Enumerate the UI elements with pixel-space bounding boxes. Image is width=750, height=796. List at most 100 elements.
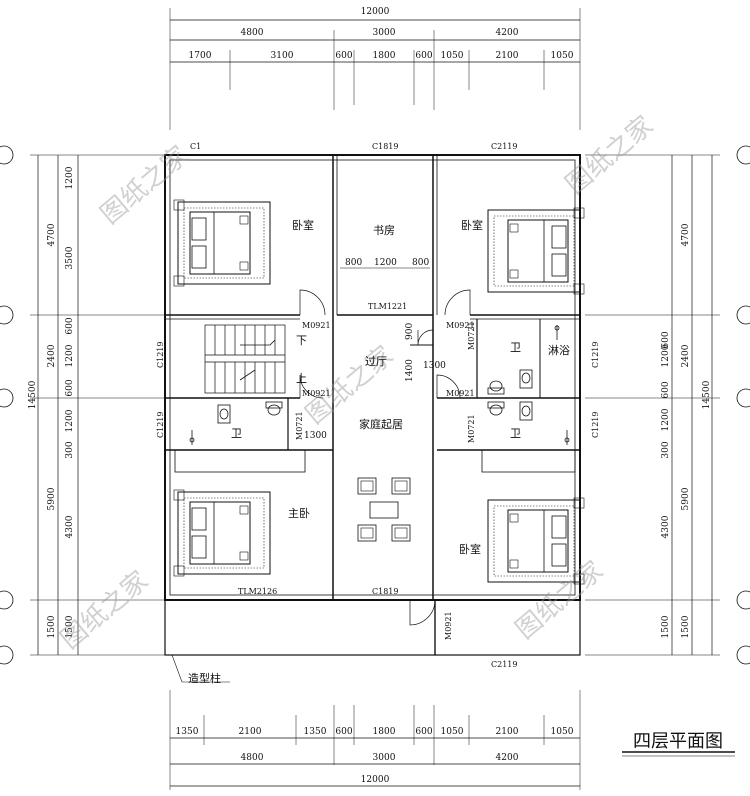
dim-top-group-2: 3000: [373, 28, 396, 38]
stair-up-label: 上: [296, 372, 307, 385]
dim-bottom-group-3: 4200: [496, 753, 519, 763]
dim-right-group-2: 2400: [681, 344, 691, 367]
dim-left-detail-4: 1200: [65, 344, 75, 367]
code-c1819-top: C1819: [372, 142, 398, 151]
code-c1219-b: C1219: [156, 412, 165, 438]
bath-fixtures: [189, 325, 570, 445]
dim-top-detail-5: 600: [415, 51, 432, 61]
plan-title: 四层平面图: [633, 731, 723, 752]
dim-left-detail-5: 600: [65, 379, 75, 396]
dim-right-detail-3: 600: [661, 381, 671, 398]
bed-master: [173, 489, 271, 577]
code-c1-top: C1: [190, 142, 201, 151]
code-m0921-c: M0921: [302, 389, 331, 398]
code-c1819-bottom: C1819: [372, 587, 398, 596]
doors: [299, 289, 471, 626]
interior-dimensions: 800 1200 800 1300 900 1400 1300: [304, 258, 446, 441]
dim-right-detail-5: 300: [661, 441, 671, 458]
dim-bottom-detail-7: 1050: [441, 727, 464, 737]
dim-bottom-detail-6: 600: [415, 727, 432, 737]
dim-top-group-3: 4200: [496, 28, 519, 38]
room-master-bedroom: 主卧: [288, 507, 310, 520]
watermarks: 图纸之家 图纸之家 图纸之家 图纸之家 图纸之家: [55, 111, 659, 656]
dim-bottom-detail-4: 600: [335, 727, 352, 737]
dim-study-3: 800: [412, 258, 429, 268]
dim-left-detail-7: 300: [65, 441, 75, 458]
dim-left-detail-1: 1200: [65, 166, 75, 189]
room-corridor: 过厅: [365, 355, 387, 368]
dim-overall-top: 12000: [361, 7, 390, 17]
dim-bottom-detail-9: 1050: [551, 727, 574, 737]
dim-right-group-4: 1500: [681, 615, 691, 638]
dim-left-group-1: 4700: [47, 223, 57, 246]
dim-left-detail-9: 1500: [65, 615, 75, 638]
dim-bottom-group-1: 4800: [241, 753, 264, 763]
walls: [164, 154, 581, 656]
dim-left-detail-3: 600: [65, 317, 75, 334]
dim-right-group-3: 5900: [681, 487, 691, 510]
watermark-4: 图纸之家: [55, 566, 154, 656]
code-c2119-bottom: C2119: [491, 660, 517, 669]
dim-top-detail-4: 1800: [373, 51, 396, 61]
room-bedroom-bottom-right: 卧室: [459, 542, 481, 556]
room-bedroom-top-left: 卧室: [292, 218, 314, 232]
right-dimensions: 600 1200 600 1200 300 4300 1500 4700 240…: [585, 154, 720, 656]
dim-bottom-detail-1: 1350: [176, 727, 199, 737]
watermark-1: 图纸之家: [95, 141, 194, 231]
bed-bottom-right: [487, 497, 585, 585]
left-dimensions: 14500 4700 2400 5900 1500 1200 3500 600 …: [28, 154, 165, 656]
dim-left-detail-2: 3500: [65, 246, 75, 269]
dim-left-detail-8: 4300: [65, 515, 75, 538]
dim-right-detail-1: 600: [661, 331, 671, 348]
dim-right-detail-4: 1200: [661, 408, 671, 431]
room-shower: 淋浴: [548, 344, 570, 357]
column-note: 造型柱: [188, 671, 221, 685]
room-study: 书房: [373, 224, 395, 237]
dim-right-detail-7: 1500: [661, 615, 671, 638]
code-m0921-b: M0921: [446, 321, 475, 330]
code-m0921-a: M0921: [302, 321, 331, 330]
code-c1219-c: C1219: [591, 342, 600, 368]
dim-top-detail-3: 600: [335, 51, 352, 61]
room-bedroom-top-right: 卧室: [461, 218, 483, 232]
dim-top-detail-1: 1700: [189, 51, 212, 61]
dim-right-detail-2: 1200: [661, 344, 671, 367]
dim-right-group-1: 4700: [681, 223, 691, 246]
dim-hall-width: 1300: [423, 361, 446, 371]
bed-top-left: [173, 199, 271, 287]
dim-bottom-detail-3: 1350: [304, 727, 327, 737]
top-dimensions: 12000 4800 3000 4200 1700 3100 600 1800 …: [169, 7, 581, 130]
staircase: [204, 324, 286, 394]
code-m0721-a: M0721: [467, 321, 476, 350]
dim-bottom-group-2: 3000: [373, 753, 396, 763]
code-m0721-b: M0721: [295, 411, 304, 440]
dim-top-detail-7: 2100: [496, 51, 519, 61]
watermark-3: 图纸之家: [300, 341, 399, 431]
dim-study-2: 1200: [374, 258, 397, 268]
dim-total-depth-left: 14500: [28, 380, 38, 409]
dim-top-detail-2: 3100: [271, 51, 294, 61]
code-c1219-a: C1219: [156, 342, 165, 368]
dim-bottom-detail-8: 2100: [496, 727, 519, 737]
dim-right-detail-6: 4300: [661, 515, 671, 538]
code-c2119-top: C2119: [491, 142, 517, 151]
dim-top-detail-6: 1050: [441, 51, 464, 61]
code-c1219-d: C1219: [591, 412, 600, 438]
stair-down-label: 下: [296, 334, 307, 347]
dim-top-group-1: 4800: [241, 28, 264, 38]
room-family: 家庭起居: [359, 417, 403, 431]
dim-hall-v: 900: [405, 323, 415, 340]
room-bath-right-1: 卫: [510, 341, 521, 354]
code-tlm1221: TLM1221: [368, 302, 407, 311]
code-m0921-e: M0921: [444, 611, 453, 640]
dim-top-detail-8: 1050: [551, 51, 574, 61]
sofa-set: [357, 477, 411, 542]
room-bath-right-2: 卫: [510, 427, 521, 440]
dim-study-1: 800: [345, 258, 362, 268]
code-tlm2126: TLM2126: [238, 587, 277, 596]
dim-hall-v2: 1400: [405, 359, 415, 382]
dim-bottom-detail-5: 1800: [373, 727, 396, 737]
dim-left-group-2: 2400: [47, 344, 57, 367]
dim-left-group-3: 5900: [47, 487, 57, 510]
